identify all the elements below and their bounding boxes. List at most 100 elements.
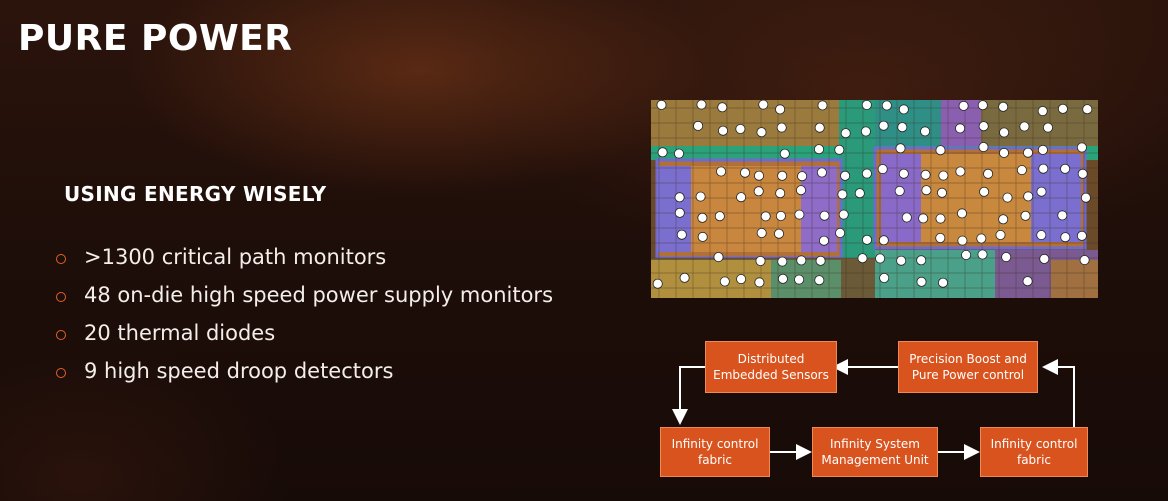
sensor-dot bbox=[955, 166, 966, 177]
sensor-dot bbox=[860, 126, 871, 137]
sensor-dot bbox=[920, 126, 931, 137]
bullet-list: >1300 critical path monitors 48 on-die h… bbox=[56, 238, 553, 390]
sensor-dot bbox=[794, 274, 805, 285]
sensor-dot bbox=[755, 255, 766, 266]
bullet-text: >1300 critical path monitors bbox=[84, 245, 387, 269]
sensor-dot bbox=[881, 100, 892, 111]
sensor-dot bbox=[878, 120, 889, 131]
sensor-dot bbox=[957, 235, 968, 246]
sensor-dot bbox=[995, 229, 1006, 240]
sensor-dot bbox=[1039, 253, 1050, 264]
sensor-dot bbox=[674, 192, 685, 203]
sensor-dot bbox=[1057, 103, 1068, 114]
sensor-dot bbox=[819, 210, 830, 221]
bullet-circle-icon bbox=[56, 292, 66, 302]
sensor-dot bbox=[935, 145, 946, 156]
sensor-dot bbox=[979, 186, 990, 197]
sensor-dot bbox=[775, 211, 786, 222]
control-flow-diagram: Distributed Embedded Sensors Precision B… bbox=[650, 335, 1110, 485]
sensor-dot bbox=[813, 144, 824, 155]
sensor-dot bbox=[956, 208, 967, 219]
sensor-dot bbox=[976, 233, 987, 244]
sensor-dot bbox=[673, 148, 684, 159]
flow-arrows bbox=[672, 359, 1075, 460]
sensor-dot bbox=[760, 211, 771, 222]
sensor-dot bbox=[837, 189, 848, 200]
sensor-dot bbox=[878, 235, 889, 246]
page-title: PURE POWER bbox=[18, 18, 293, 59]
sensor-dot bbox=[1060, 232, 1071, 243]
sensor-dot bbox=[955, 123, 966, 134]
sensor-dot bbox=[921, 185, 932, 196]
sensor-dot bbox=[1060, 163, 1071, 174]
sensor-dot bbox=[736, 274, 747, 285]
sensor-dot bbox=[719, 276, 730, 287]
sensor-dot bbox=[818, 235, 829, 246]
sensor-dot bbox=[1022, 147, 1033, 158]
sensor-dot bbox=[676, 229, 687, 240]
sensor-dot bbox=[814, 275, 825, 286]
sensor-dot bbox=[713, 252, 724, 263]
bullet-circle-icon bbox=[56, 330, 66, 340]
sensor-dot bbox=[1079, 255, 1090, 266]
sensor-dot bbox=[735, 123, 746, 134]
sensor-dot bbox=[795, 185, 806, 196]
box-infinity-fabric-right: Infinity control fabric bbox=[980, 427, 1088, 477]
sensor-dot bbox=[674, 207, 685, 218]
sensor-dot bbox=[920, 169, 931, 180]
sensor-dot bbox=[1022, 276, 1033, 287]
sensor-dot bbox=[983, 168, 994, 179]
bullet-text: 20 thermal diodes bbox=[84, 321, 276, 345]
bullet-text: 9 high speed droop detectors bbox=[84, 359, 394, 383]
sensor-dot bbox=[896, 255, 907, 266]
box-distributed-sensors: Distributed Embedded Sensors bbox=[705, 341, 837, 393]
sensor-dot bbox=[1019, 121, 1030, 132]
bullet-circle-icon bbox=[56, 368, 66, 378]
sensor-dot bbox=[898, 104, 909, 115]
die-shot-image bbox=[651, 100, 1098, 298]
sensor-dot bbox=[754, 277, 765, 288]
sensor-dot bbox=[1057, 210, 1068, 221]
sensor-dot bbox=[1016, 165, 1027, 176]
sensor-dot bbox=[814, 122, 825, 133]
sensor-dot bbox=[1036, 230, 1047, 241]
arrow-sensors-to-fabric bbox=[672, 366, 705, 425]
sensor-dot bbox=[861, 168, 872, 179]
box-precision-boost: Precision Boost and Pure Power control bbox=[898, 341, 1038, 393]
sensor-dot bbox=[740, 167, 751, 178]
sensor-dot bbox=[895, 143, 906, 154]
sensor-dot bbox=[861, 100, 872, 110]
bullet-item: >1300 critical path monitors bbox=[56, 238, 553, 276]
sensor-dot bbox=[977, 100, 988, 111]
sensor-dot bbox=[697, 231, 708, 242]
sensor-dot bbox=[961, 249, 972, 260]
sensor-dot bbox=[797, 171, 808, 182]
sensor-dot bbox=[816, 167, 827, 178]
arrow-fabric-to-boost bbox=[1042, 359, 1075, 427]
sensor-dot bbox=[978, 142, 989, 153]
sensor-dot bbox=[774, 228, 785, 239]
sensor-dot bbox=[1037, 144, 1048, 155]
bullet-text: 48 on-die high speed power supply monito… bbox=[84, 283, 554, 307]
sensor-dot bbox=[1082, 104, 1093, 115]
sensor-dot bbox=[938, 170, 949, 181]
sensor-dot bbox=[718, 125, 729, 136]
sensor-dot bbox=[777, 256, 788, 267]
sensor-dot bbox=[937, 277, 948, 288]
sensor-dot bbox=[978, 121, 989, 132]
bullet-circle-icon bbox=[56, 254, 66, 264]
sensor-dot bbox=[657, 147, 668, 158]
sensor-dot bbox=[697, 212, 708, 223]
sensor-dot bbox=[897, 122, 908, 133]
sensor-dot bbox=[716, 166, 727, 177]
sensor-dot bbox=[998, 101, 1009, 112]
sensor-dot bbox=[901, 212, 912, 223]
sensor-dot bbox=[815, 255, 826, 266]
sensor-dot bbox=[840, 128, 851, 139]
sensor-dot bbox=[998, 214, 1009, 225]
sensor-dot bbox=[879, 272, 890, 283]
sensor-dot bbox=[916, 255, 927, 266]
sensor-dot bbox=[776, 122, 787, 133]
sensor-dot bbox=[857, 253, 868, 264]
sensor-dot bbox=[1076, 230, 1087, 241]
